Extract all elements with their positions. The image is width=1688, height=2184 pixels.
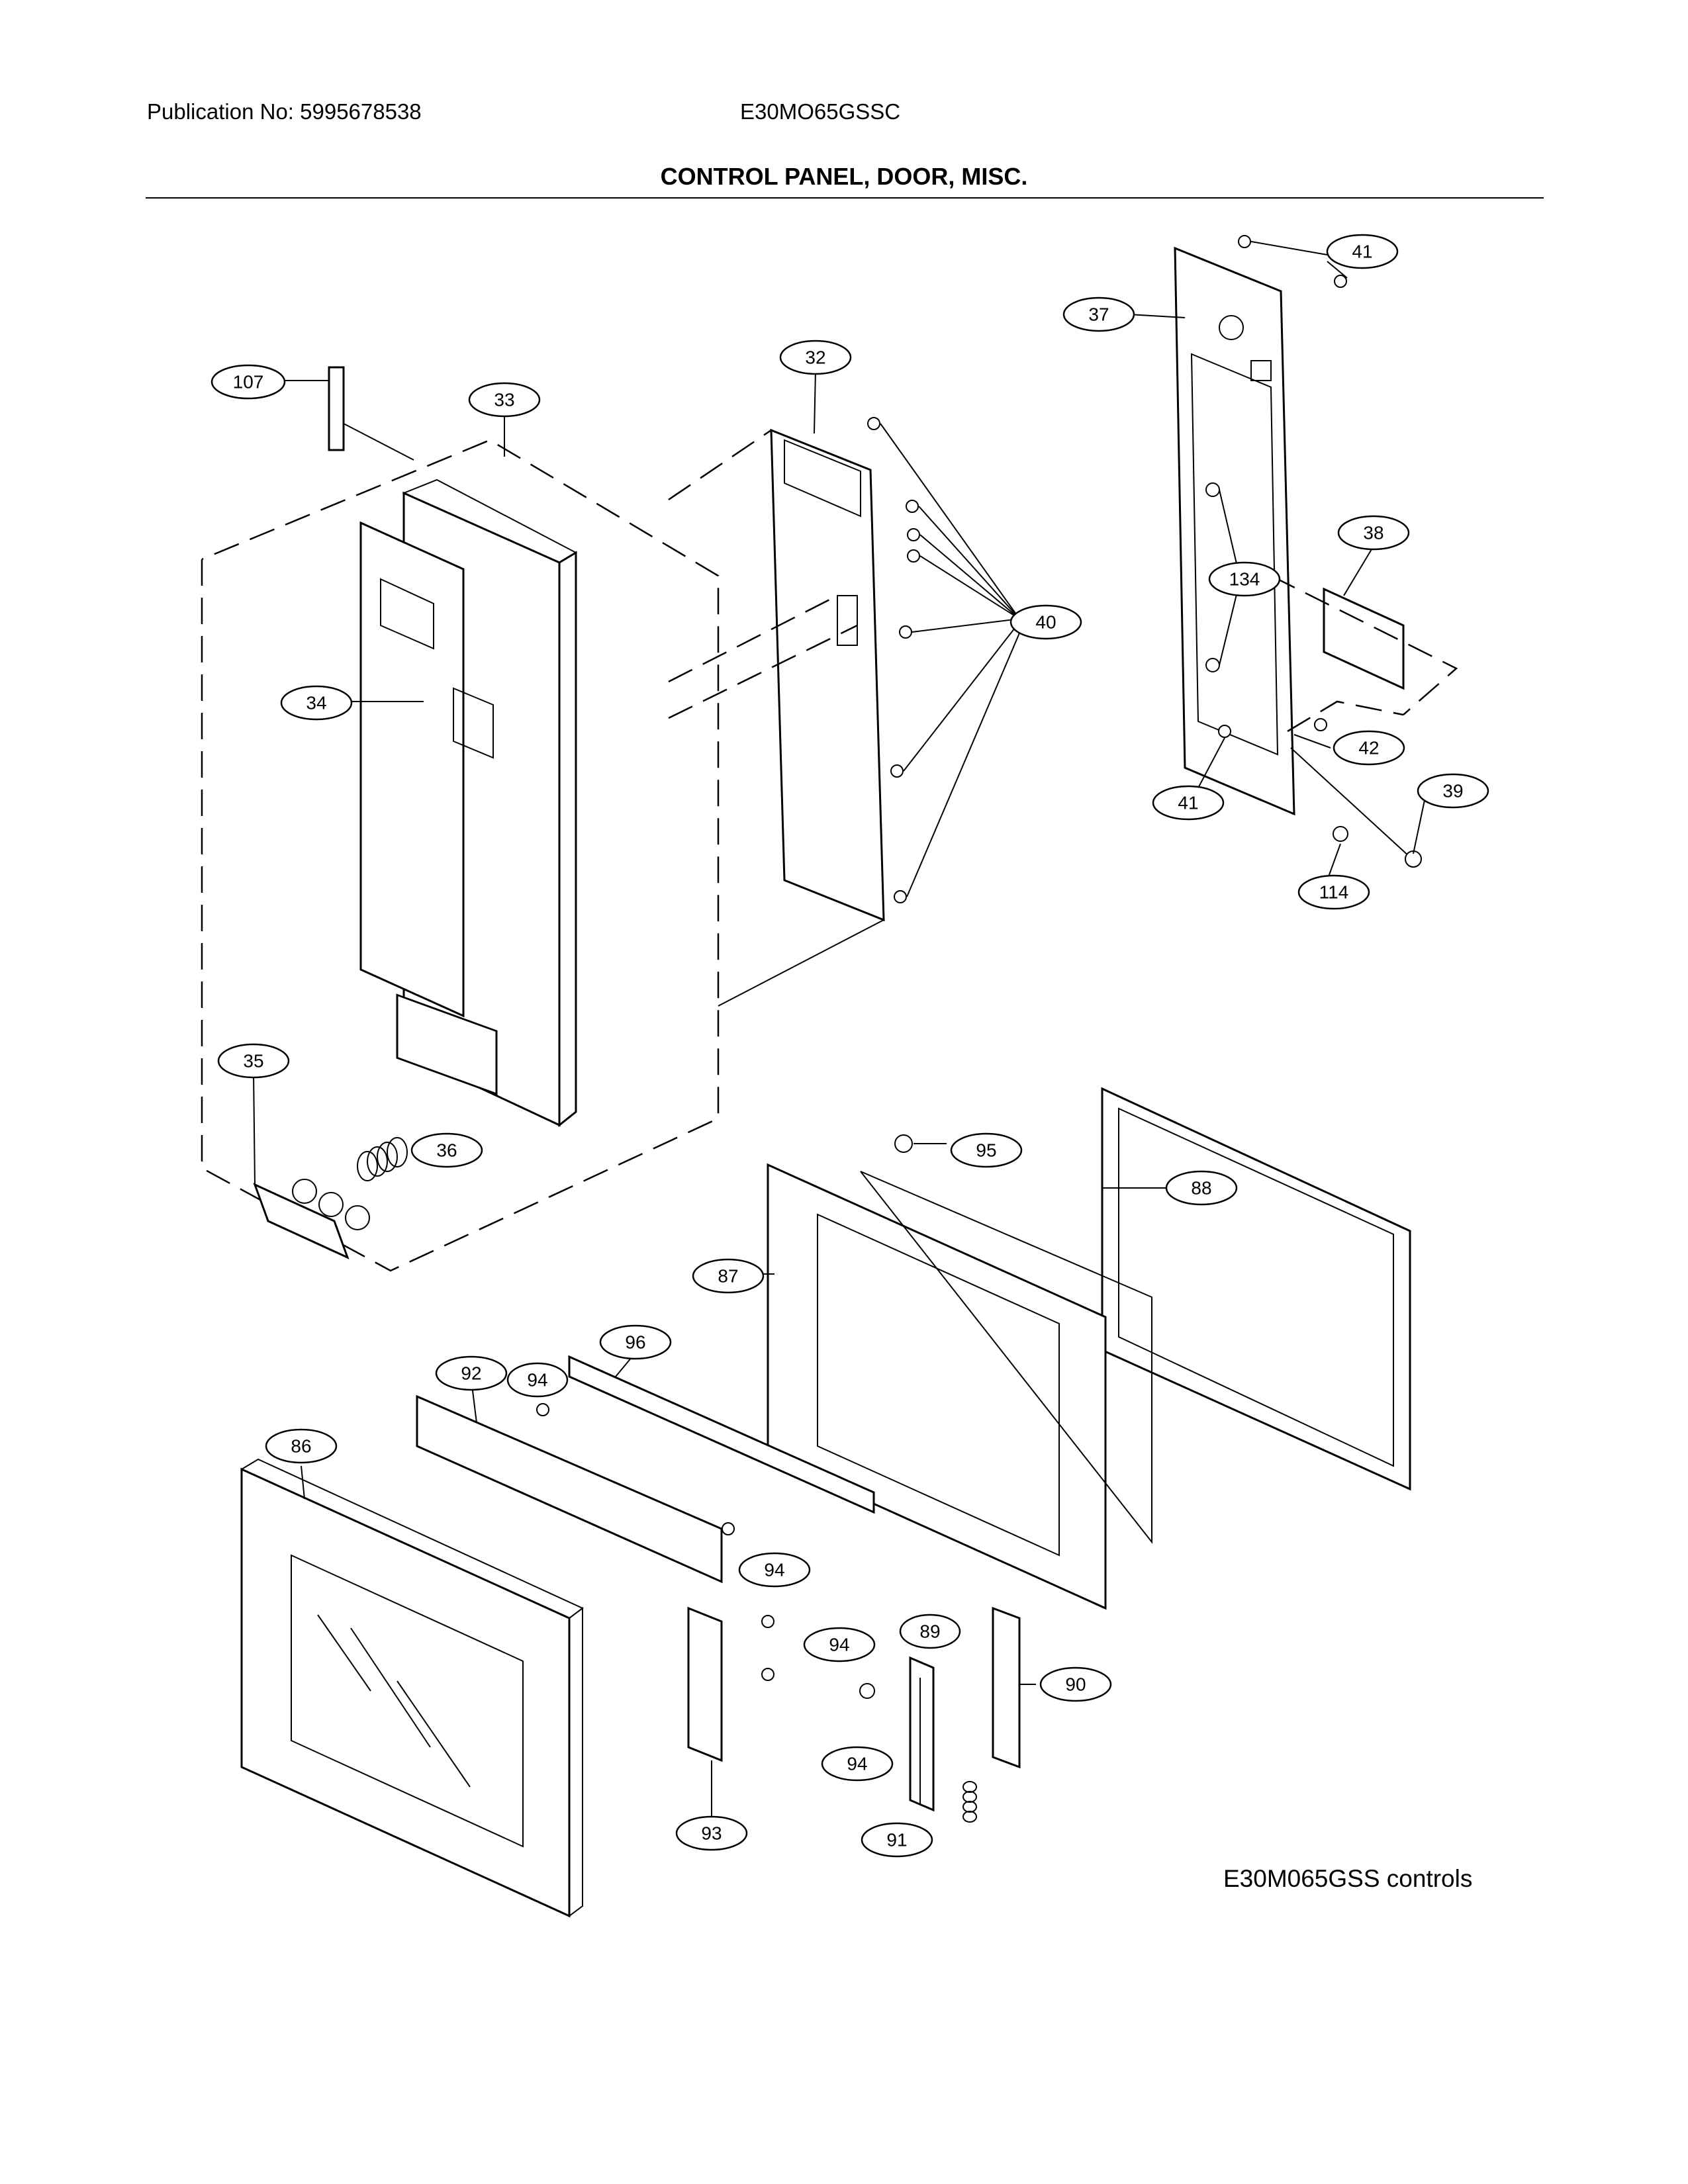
svg-text:41: 41: [1352, 242, 1372, 262]
callout-91: 91: [861, 1822, 933, 1858]
callout-87: 87: [692, 1258, 765, 1294]
part-89-latch: [909, 1656, 935, 1812]
part-91-spring: [962, 1781, 977, 1823]
svg-text:91: 91: [886, 1830, 907, 1850]
svg-text:107: 107: [233, 372, 264, 392]
callout-89: 89: [899, 1614, 961, 1649]
part-32-control-board: [770, 428, 885, 922]
part-96-gasket-strip: [568, 1355, 875, 1514]
svg-text:38: 38: [1363, 523, 1383, 543]
callout-86: 86: [265, 1428, 338, 1464]
svg-text:34: 34: [306, 693, 326, 713]
svg-text:89: 89: [919, 1621, 940, 1642]
callout-40: 40: [1009, 604, 1082, 640]
title-divider: [146, 197, 1544, 199]
part-87-choke-frame: [767, 1163, 1107, 1610]
part-88-door-frame: [1101, 1087, 1411, 1491]
callout-94-c: 94: [803, 1627, 876, 1662]
svg-text:95: 95: [976, 1140, 996, 1161]
svg-text:40: 40: [1035, 612, 1056, 633]
callout-leaders: [253, 314, 1427, 1817]
model-number: E30MO65GSSC: [740, 99, 901, 124]
callout-42: 42: [1333, 730, 1405, 766]
callout-114: 114: [1297, 874, 1370, 910]
callout-34: 34: [280, 685, 353, 721]
svg-text:114: 114: [1319, 882, 1349, 903]
svg-text:88: 88: [1191, 1178, 1211, 1199]
svg-text:90: 90: [1065, 1674, 1086, 1695]
callout-94-b: 94: [738, 1552, 811, 1588]
svg-text:32: 32: [805, 347, 825, 368]
svg-text:94: 94: [829, 1635, 849, 1655]
callout-36: 36: [410, 1132, 483, 1168]
part-93-hinge-plate: [687, 1606, 723, 1762]
callout-95: 95: [950, 1132, 1023, 1168]
part-90-latch-hook: [992, 1606, 1021, 1769]
svg-text:87: 87: [718, 1266, 738, 1287]
svg-text:42: 42: [1358, 738, 1379, 758]
page-title: CONTROL PANEL, DOOR, MISC.: [660, 163, 1028, 190]
part-92-hinge-bar: [416, 1394, 723, 1584]
part-38-small-bracket: [1323, 587, 1405, 690]
svg-text:134: 134: [1229, 569, 1260, 590]
svg-text:35: 35: [243, 1051, 263, 1071]
callout-32: 32: [779, 340, 852, 375]
part-35-knob-bezel: [253, 1183, 350, 1259]
callout-134: 134: [1208, 561, 1281, 597]
svg-text:92: 92: [461, 1363, 481, 1384]
callout-33: 33: [468, 382, 541, 418]
svg-text:41: 41: [1178, 793, 1198, 813]
part-37-mounting-bracket: [1174, 246, 1295, 816]
svg-text:93: 93: [701, 1823, 722, 1844]
svg-text:94: 94: [764, 1560, 784, 1580]
callout-88: 88: [1165, 1170, 1238, 1206]
callout-92: 92: [435, 1355, 508, 1391]
svg-text:94: 94: [847, 1754, 867, 1774]
callout-37: 37: [1062, 296, 1135, 332]
svg-text:39: 39: [1442, 781, 1463, 801]
svg-text:36: 36: [436, 1140, 457, 1161]
callout-107: 107: [211, 364, 286, 400]
part-107-label: [328, 366, 345, 451]
part-36-spring: [357, 1137, 408, 1181]
callout-93: 93: [675, 1815, 748, 1851]
part-40-screws: [867, 417, 1023, 903]
callout-39: 39: [1417, 773, 1489, 809]
callout-94-d: 94: [821, 1746, 894, 1782]
svg-text:86: 86: [291, 1436, 311, 1457]
part-34-touch-overlay: [359, 521, 465, 1018]
callout-96: 96: [599, 1324, 672, 1360]
callout-41-bottom: 41: [1152, 785, 1225, 821]
svg-text:94: 94: [527, 1370, 547, 1390]
callout-38: 38: [1337, 515, 1410, 551]
svg-text:96: 96: [625, 1332, 645, 1353]
svg-text:33: 33: [494, 390, 514, 410]
diagram-caption: E30M065GSS controls: [1223, 1865, 1473, 1892]
publication-number: Publication No: 5995678538: [147, 99, 422, 124]
callout-35: 35: [217, 1043, 290, 1079]
callout-94-a: 94: [506, 1362, 569, 1398]
callout-90: 90: [1039, 1666, 1112, 1702]
callout-41-top: 41: [1326, 234, 1399, 269]
svg-text:37: 37: [1088, 304, 1109, 325]
